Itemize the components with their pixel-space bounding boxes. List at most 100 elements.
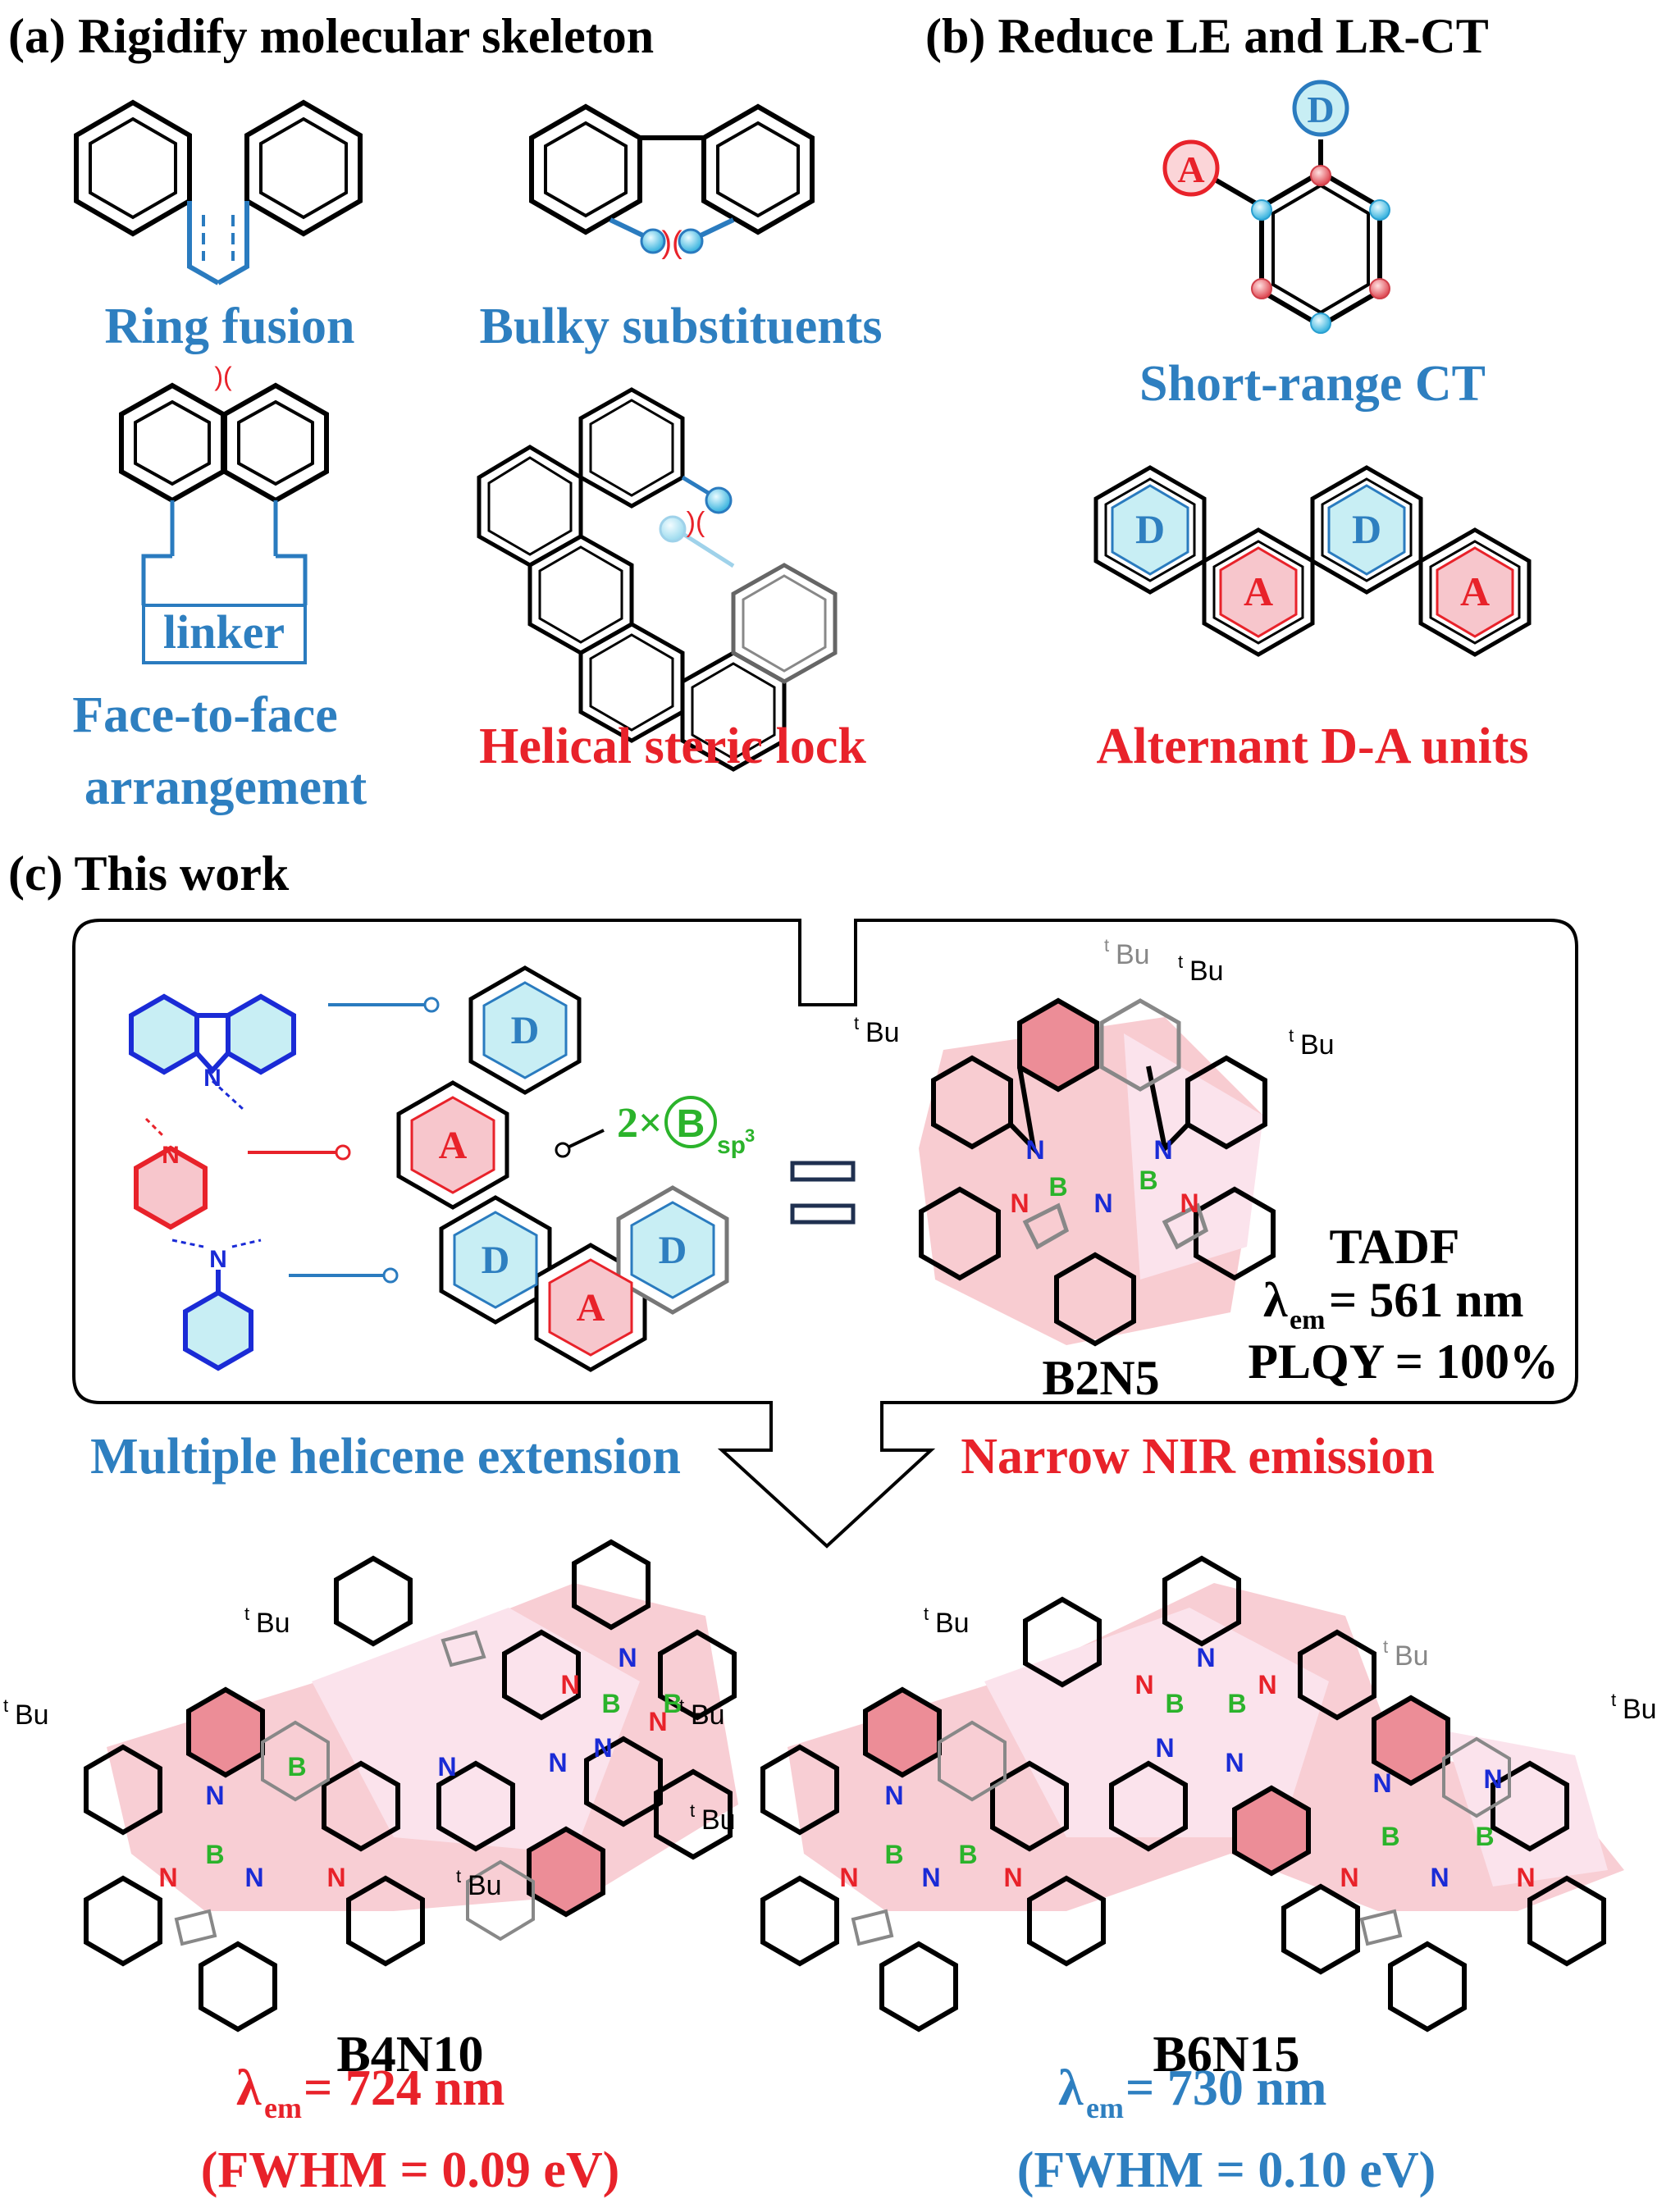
svg-text:N: N [1153, 1135, 1172, 1165]
svg-text:t: t [679, 1695, 684, 1716]
svg-text:t: t [1289, 1025, 1294, 1046]
svg-text:N: N [1093, 1188, 1112, 1218]
svg-text:N: N [205, 1781, 224, 1810]
svg-text:B: B [1381, 1822, 1399, 1851]
svg-text:Bu: Bu [468, 1870, 502, 1901]
svg-text:Bu: Bu [1300, 1029, 1335, 1061]
svg-text:B: B [1475, 1822, 1494, 1851]
svg-text:N: N [1196, 1643, 1215, 1672]
svg-text:)(: )( [687, 507, 705, 538]
svg-text:B: B [884, 1840, 903, 1869]
svg-text:N: N [1155, 1733, 1174, 1763]
svg-text:D: D [511, 1009, 540, 1052]
svg-text:Bu: Bu [701, 1804, 736, 1836]
ring-fusion-middle [187, 201, 249, 285]
b4n10-fwhm: (FWHM = 0.09 eV) [201, 2142, 620, 2198]
carbazole-n-label: N [203, 1065, 221, 1092]
svg-text:N: N [1010, 1188, 1029, 1218]
linker-label: linker [163, 605, 285, 659]
short-range-ct-label: Short-range CT [1139, 356, 1486, 412]
svg-text:Bu: Bu [256, 1608, 290, 1639]
b6n15-name: B6N15 [1153, 2027, 1299, 2083]
face-to-face-label-line2: arrangement [84, 760, 368, 815]
svg-text:B: B [1165, 1689, 1184, 1718]
aniline-n-label: N [209, 1246, 227, 1273]
b2n5-name: B2N5 [1042, 1351, 1159, 1405]
this-work-frame [72, 919, 1578, 1549]
svg-text:Bu: Bu [1116, 939, 1150, 970]
alternant-da-structure: D A D A [1093, 465, 1532, 657]
svg-text:A: A [439, 1124, 468, 1167]
svg-text:t: t [456, 1866, 461, 1886]
svg-text:)(: )( [661, 226, 682, 260]
svg-text:N: N [1003, 1863, 1022, 1892]
b6n15-molecule: Bu t Bu t Bu t Bu t N N N B B N N N B B … [679, 1555, 1657, 2032]
bulky-substituent-beads: )( [609, 217, 735, 260]
svg-text:em: em [1086, 2092, 1124, 2124]
face-to-face-structure [119, 382, 329, 504]
b2n5-molecule: Bu t Bu t Bu t Bu t N N B B N N N [854, 935, 1335, 1347]
b6n15-lambda: λ em = 730 nm [1058, 2060, 1326, 2124]
svg-text:Bu: Bu [691, 1699, 725, 1731]
svg-text:Bu: Bu [15, 1699, 49, 1731]
svg-text:B: B [205, 1840, 224, 1869]
svg-text:N: N [548, 1748, 567, 1777]
ring-fusion-label: Ring fusion [105, 299, 355, 354]
svg-text:N: N [560, 1670, 579, 1699]
pyridine-n-label: N [162, 1142, 180, 1169]
bulky-substituents-structure [529, 103, 815, 235]
svg-text:Bu: Bu [1623, 1694, 1657, 1725]
svg-text:B: B [958, 1840, 977, 1869]
svg-text:N: N [437, 1752, 456, 1782]
svg-text:A: A [1460, 568, 1490, 614]
carbazole-connector [328, 997, 440, 1013]
svg-text:t: t [854, 1013, 859, 1033]
svg-text:λ: λ [236, 2060, 262, 2116]
linker-arms [141, 500, 308, 605]
svg-text:B: B [287, 1752, 306, 1782]
svg-text:= 730 nm: = 730 nm [1125, 2060, 1326, 2116]
b2n5-lambda: λ em = 561 nm [1263, 1273, 1524, 1335]
svg-text:N: N [1340, 1863, 1358, 1892]
face-to-face-steric-mark: )( [214, 362, 232, 391]
svg-text:N: N [326, 1863, 345, 1892]
b4n10-lambda: λ em = 724 nm [236, 2060, 504, 2124]
ring-fusion-structure [74, 99, 363, 237]
short-range-ct-structure: A D [1162, 80, 1390, 334]
svg-text:t: t [1383, 1636, 1388, 1657]
svg-text:B: B [677, 1102, 705, 1146]
svg-text:D: D [1352, 506, 1381, 552]
svg-text:Bu: Bu [1395, 1640, 1429, 1672]
svg-text:λ: λ [1058, 2060, 1084, 2116]
svg-text:Bu: Bu [1189, 956, 1224, 987]
pyridine-connector [248, 1144, 351, 1161]
aniline-connector [289, 1267, 399, 1284]
svg-text:t: t [1611, 1690, 1616, 1710]
boron-sp3-label: 2× B sp 3 [555, 1096, 755, 1159]
svg-text:N: N [839, 1863, 858, 1892]
helicene-da-schematic: D A D A D [396, 965, 729, 1372]
face-to-face-label-line1: Face-to-face [72, 687, 338, 743]
svg-text:Bu: Bu [865, 1017, 900, 1048]
svg-text:N: N [884, 1781, 903, 1810]
svg-text:em: em [264, 2092, 302, 2124]
svg-text:= 561 nm: = 561 nm [1329, 1273, 1524, 1327]
helical-steric-lock-beads: )( [659, 475, 735, 568]
b4n10-name: B4N10 [336, 2027, 483, 2083]
svg-text:N: N [1225, 1748, 1244, 1777]
svg-text:N: N [1258, 1670, 1276, 1699]
svg-text:sp: sp [717, 1132, 746, 1159]
svg-text:B: B [1139, 1166, 1157, 1195]
svg-text:t: t [1104, 935, 1109, 956]
svg-text:N: N [1134, 1670, 1153, 1699]
pyridine-acceptor-structure [134, 1117, 208, 1230]
svg-text:N: N [244, 1863, 263, 1892]
svg-text:N: N [618, 1643, 637, 1672]
svg-text:t: t [690, 1800, 695, 1821]
svg-text:= 724 nm: = 724 nm [304, 2060, 504, 2116]
tadf-label: TADF [1330, 1220, 1460, 1274]
bulky-substituents-label: Bulky substituents [479, 299, 882, 354]
svg-text:B: B [663, 1689, 682, 1718]
svg-text:A: A [1244, 568, 1273, 614]
